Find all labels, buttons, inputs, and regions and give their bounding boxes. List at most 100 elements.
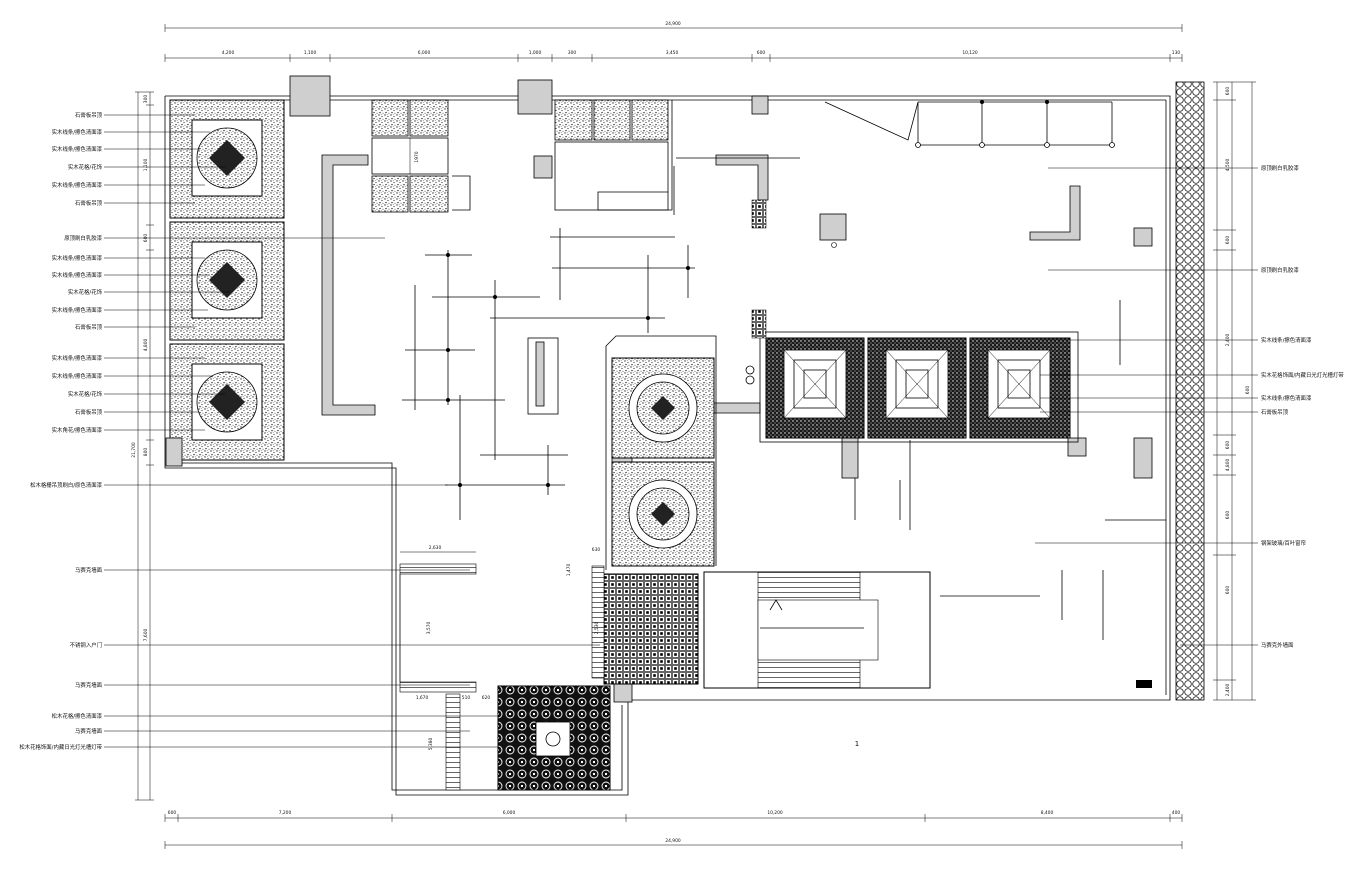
- center-ceiling-panel-2: [611, 461, 715, 567]
- right-annotation-label: 原顶刷白乳胶漆: [1261, 164, 1299, 172]
- left-annotation-label: 石膏板吊顶: [75, 111, 103, 119]
- left-seg-4: 4,800: [143, 339, 149, 352]
- center-ceiling-panel-1: [611, 357, 715, 459]
- right-dimension-lines: 600 4,500 600 2,400 600 4,800 600 600 2,…: [1213, 81, 1256, 701]
- top-seg-2: 1,100: [304, 50, 317, 56]
- left-annotation-label: 石膏板吊顶: [75, 323, 103, 331]
- right-annotation-label: 原顶刷白乳胶漆: [1261, 266, 1299, 274]
- pine-grid-ceiling: [603, 573, 699, 685]
- left-annotation-label: 实木线条/擦色清面漆: [52, 306, 103, 314]
- inner-dim-2: 3,570: [426, 622, 432, 635]
- left-annotation-label: 不锈钢入户门: [70, 641, 102, 649]
- exterior-mosaic-wall: [1175, 81, 1205, 701]
- lattice-ceiling: [497, 685, 611, 791]
- small-fixtures: [745, 199, 1152, 688]
- right-seg-8: 600: [1225, 586, 1231, 595]
- left-leader-lines: 石膏板吊顶实木线条/擦色清面漆实木线条/擦色清面漆实木花格/花饰实木线条/擦色清…: [19, 111, 600, 751]
- top-grid-room-2: [554, 99, 669, 211]
- bottom-seg-3: 6,000: [503, 810, 516, 816]
- left-annotation-label: 实木花格/花饰: [68, 390, 103, 398]
- left-annotation-label: 实木线条/擦色清面漆: [52, 145, 103, 153]
- right-annotation-label: 实木线条/擦色清面漆: [1261, 394, 1312, 402]
- top-right-light-track: [824, 100, 1115, 148]
- ceiling-beams: [402, 228, 695, 520]
- inner-dimensions: 2,630 3,570 2,530 5,380 630 1,470 510 1,…: [400, 545, 600, 750]
- left-annotation-label: 石膏板吊顶: [75, 199, 103, 207]
- top-seg-1: 4,200: [222, 50, 235, 56]
- top-dimension-segments: 4,200 1,100 6,000 1,000 300 3,450 600 10…: [164, 50, 1183, 62]
- right-ceiling-panel-1: [765, 337, 865, 439]
- left-annotation-label: 石膏板吊顶: [75, 408, 103, 416]
- right-ceiling-panel-3: [969, 337, 1071, 439]
- left-annotation-label: 实木线条/擦色清面漆: [52, 372, 103, 380]
- right-seg-9: 2,400: [1225, 684, 1231, 697]
- right-ceiling-frame: [759, 331, 1079, 443]
- left-dimension-lines: 300 1,100 600 4,800 800 21,700 7,600: [131, 91, 154, 801]
- left-annotation-label: 实木线条/擦色清面漆: [52, 254, 103, 262]
- right-ceiling-panel-2: [867, 337, 967, 439]
- right-annotation-label: 实木花格饰面/内藏日光灯光槽灯带: [1261, 371, 1344, 379]
- top-grid-room-1: 1970: [371, 99, 449, 213]
- right-annotation-label: 石膏板吊顶: [1261, 408, 1289, 416]
- left-annotation-label: 实木花格/花饰: [68, 163, 103, 171]
- bottom-total-label: 24,900: [665, 838, 681, 844]
- left-ceiling-panel-2: [169, 221, 285, 341]
- left-ceiling-panel-1: [169, 99, 285, 219]
- top-seg-6: 3,450: [666, 50, 679, 56]
- left-annotation-label: 松木花格/擦色清面漆: [52, 712, 103, 720]
- inner-dim-6: 1,470: [566, 564, 572, 577]
- left-annotation-label: 马赛克墙面: [75, 727, 103, 735]
- top-total-label: 24,900: [665, 21, 681, 27]
- top-seg-7: 600: [757, 50, 766, 56]
- right-leader-lines: 原顶刷白乳胶漆原顶刷白乳胶漆实木线条/擦色清面漆实木花格饰面/内藏日光灯光槽灯带…: [1035, 164, 1344, 649]
- left-annotation-label: 实木线条/擦色清面漆: [52, 181, 103, 189]
- left-annotation-label: 松木格栅吊顶刷白/原色清面漆: [30, 481, 103, 489]
- inner-dim-8: 1,670: [416, 695, 429, 701]
- mosaic-wall-strips: [399, 563, 605, 791]
- bottom-seg-5: 8,400: [1041, 810, 1054, 816]
- inner-dim-7: 510: [462, 695, 471, 701]
- left-annotation-label: 实木线条/擦色清面漆: [52, 354, 103, 362]
- right-seg-3: 600: [1225, 236, 1231, 245]
- inner-dim-5: 630: [592, 547, 601, 553]
- left-annotation-label: 马赛克墙面: [75, 566, 103, 574]
- left-seg-5: 800: [143, 448, 149, 457]
- room-dim-1970: 1970: [414, 151, 420, 162]
- left-annotation-label: 马赛克墙面: [75, 681, 103, 689]
- right-seg-2: 4,500: [1225, 159, 1231, 172]
- left-annotation-label: 实木线条/擦色清面漆: [52, 128, 103, 136]
- right-seg-1: 600: [1225, 87, 1231, 96]
- bottom-dimension-segments: 600 7,200 6,000 10,200 8,400 400: [164, 810, 1183, 822]
- left-seg-1: 300: [143, 95, 149, 104]
- center-ceiling-frame: [605, 335, 717, 570]
- left-seg-6: 21,700: [131, 442, 137, 458]
- bottom-seg-2: 7,200: [279, 810, 292, 816]
- top-seg-3: 6,000: [418, 50, 431, 56]
- staircase: [703, 571, 931, 689]
- right-seg-6: 4,800: [1225, 459, 1231, 472]
- inner-dim-3: 2,530: [594, 622, 600, 635]
- bottom-dimension-total: 24,900: [164, 838, 1183, 849]
- top-seg-9: 130: [1172, 50, 1181, 56]
- room-mark: 1: [855, 740, 859, 748]
- left-annotation-label: 实木线条/擦色清面漆: [52, 271, 103, 279]
- left-seg-2: 1,100: [143, 159, 149, 172]
- right-seg-10: 600: [1245, 386, 1251, 395]
- bottom-seg-1: 600: [168, 810, 177, 816]
- top-seg-8: 10,120: [962, 50, 978, 56]
- inner-dim-1: 2,630: [429, 545, 442, 551]
- top-seg-5: 300: [568, 50, 577, 56]
- right-annotation-label: 马赛克外墙面: [1261, 641, 1294, 649]
- inner-dim-4: 5,380: [428, 738, 434, 751]
- right-annotation-label: 实木线条/擦色清面漆: [1261, 336, 1312, 344]
- left-annotation-label: 原顶刷白乳胶漆: [64, 234, 102, 242]
- right-seg-7: 600: [1225, 511, 1231, 520]
- right-seg-5: 600: [1225, 441, 1231, 450]
- left-seg-7: 7,600: [143, 629, 149, 642]
- top-seg-4: 1,000: [529, 50, 542, 56]
- left-annotation-label: 实木角花/擦色清面漆: [52, 426, 103, 434]
- left-annotation-label: 松木花格饰面/内藏日光灯光槽灯带: [19, 743, 102, 751]
- bottom-seg-6: 400: [1172, 810, 1181, 816]
- partition-walls: [321, 100, 1166, 640]
